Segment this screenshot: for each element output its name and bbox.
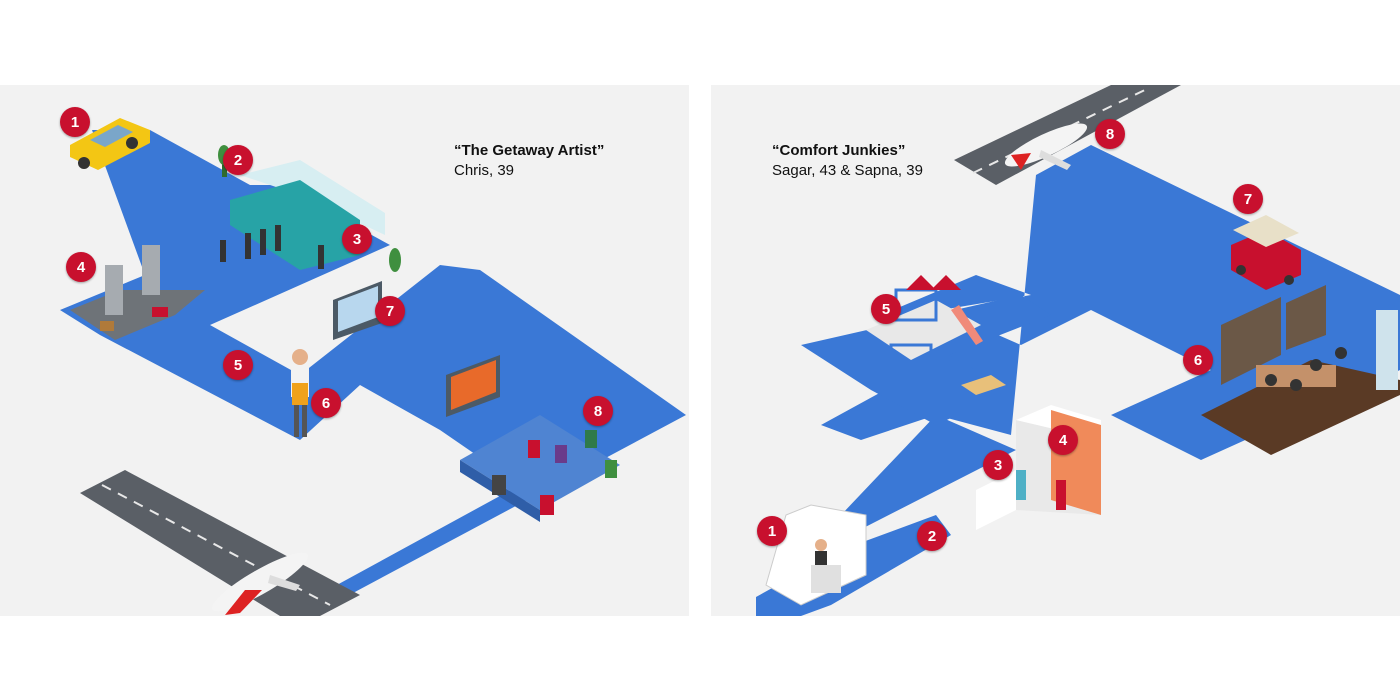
step-marker-7: 7 <box>1233 184 1263 214</box>
step-marker-1: 1 <box>757 516 787 546</box>
shop-icon <box>976 405 1101 530</box>
departure-board-icon <box>333 281 382 340</box>
step-marker-2: 2 <box>917 521 947 551</box>
persona-caption: “Comfort Junkies” Sagar, 43 & Sapna, 39 <box>772 141 923 181</box>
step-marker-4: 4 <box>66 252 96 282</box>
security-scanner-icon <box>70 245 205 340</box>
persona-details: Sagar, 43 & Sapna, 39 <box>772 162 923 179</box>
queue-people-icon <box>220 225 324 269</box>
airplane-icon <box>1004 123 1088 170</box>
step-marker-5: 5 <box>871 294 901 324</box>
step-marker-8: 8 <box>1095 119 1125 149</box>
runway-icon <box>80 470 360 616</box>
walkway-path <box>801 295 1051 425</box>
step-marker-6: 6 <box>311 388 341 418</box>
journey-map-right <box>756 85 1400 616</box>
journey-panel-comfort-junkies: “Comfort Junkies” Sagar, 43 & Sapna, 39 … <box>711 85 1400 616</box>
step-marker-2: 2 <box>223 145 253 175</box>
playground-icon <box>866 275 1006 395</box>
step-marker-6: 6 <box>1183 345 1213 375</box>
step-marker-5: 5 <box>223 350 253 380</box>
vendor-person-icon <box>291 349 309 437</box>
persona-name: “Comfort Junkies” <box>772 142 906 159</box>
journey-panel-getaway-artist: “The Getaway Artist” Chris, 39 1 2 3 4 5… <box>0 85 689 616</box>
step-marker-1: 1 <box>60 107 90 137</box>
persona-caption: “The Getaway Artist” Chris, 39 <box>454 141 604 181</box>
step-marker-4: 4 <box>1048 425 1078 455</box>
step-marker-7: 7 <box>375 296 405 326</box>
lounge-restaurant-icon <box>1201 285 1400 455</box>
info-kiosk-icon <box>765 504 867 606</box>
waiting-lounge-icon <box>460 415 620 522</box>
step-marker-3: 3 <box>983 450 1013 480</box>
departure-board-icon <box>446 355 500 417</box>
step-marker-3: 3 <box>342 224 372 254</box>
walkway-path <box>60 130 686 616</box>
step-marker-8: 8 <box>583 396 613 426</box>
taxi-icon <box>70 118 150 170</box>
persona-name: “The Getaway Artist” <box>454 142 605 159</box>
buggy-cart-icon <box>1231 215 1301 290</box>
airplane-icon <box>211 552 309 615</box>
persona-details: Chris, 39 <box>454 162 515 179</box>
journey-map-left <box>60 118 686 616</box>
